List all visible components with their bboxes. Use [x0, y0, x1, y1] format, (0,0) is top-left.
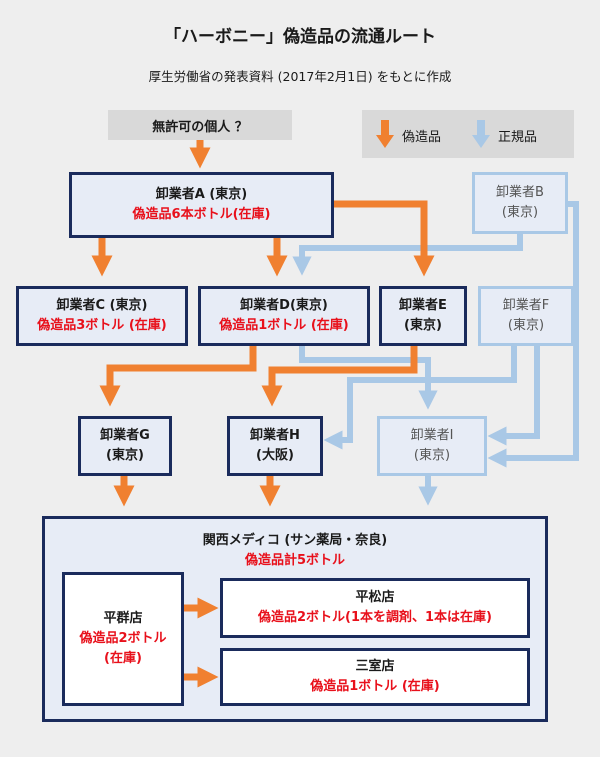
wholesaler-d-name: 卸業者D(東京) — [240, 297, 328, 313]
arrow-a-to-e — [334, 200, 435, 277]
genuine-arrow-icon — [472, 120, 490, 148]
store-heigun-stock: 偽造品2ボトル — [79, 630, 167, 646]
wholesaler-e-loc: (東京) — [404, 318, 442, 333]
wholesaler-i-loc: (東京) — [413, 448, 451, 463]
wholesaler-c-stock: 偽造品3ボトル (在庫) — [37, 318, 167, 333]
wholesaler-h-loc: (大阪) — [256, 448, 294, 463]
arrow-d-to-i — [299, 346, 438, 410]
store-mimuro-stock: 偽造品1ボトル (在庫) — [310, 679, 440, 694]
kansai-stock: 偽造品計5ボトル — [244, 553, 346, 569]
wholesaler-g-loc: (東京) — [106, 448, 144, 463]
wholesaler-c: 卸業者C (東京) 偽造品3ボトル (在庫) — [16, 286, 188, 346]
wholesaler-f-loc: (東京) — [507, 318, 545, 333]
wholesaler-b-name: 卸業者B — [496, 184, 544, 200]
store-heigun-stock-note: (在庫) — [104, 651, 142, 667]
store-mimuro-name: 三室店 — [355, 658, 395, 674]
arrow-f-to-i — [487, 346, 540, 446]
wholesaler-d-stock: 偽造品1ボトル (在庫) — [219, 318, 349, 333]
page-title: 「ハーボニー」偽造品の流通ルート — [164, 27, 436, 47]
kansai-name: 関西メディコ (サン薬局・奈良) — [202, 533, 388, 548]
legend-genuine-label: 正規品 — [498, 130, 538, 145]
wholesaler-c-name: 卸業者C (東京) — [56, 297, 148, 313]
legend: 偽造品 正規品 — [362, 110, 574, 158]
wholesaler-e-name: 卸業者E — [399, 297, 447, 313]
arrow-e-to-h — [261, 346, 418, 407]
wholesaler-g-name: 卸業者G — [100, 427, 150, 443]
wholesaler-b: 卸業者B (東京) — [472, 172, 568, 234]
store-heigun-name: 平群店 — [103, 610, 143, 626]
wholesaler-h-name: 卸業者H — [250, 427, 300, 443]
wholesaler-h: 卸業者H (大阪) — [227, 416, 323, 476]
wholesaler-d: 卸業者D(東京) 偽造品1ボトル (在庫) — [198, 286, 370, 346]
store-hiramatsu-name: 平松店 — [355, 589, 395, 605]
legend-fake-label: 偽造品 — [402, 130, 442, 145]
wholesaler-e: 卸業者E (東京) — [379, 286, 467, 346]
wholesaler-i: 卸業者I (東京) — [377, 416, 487, 476]
wholesaler-b-loc: (東京) — [501, 205, 539, 220]
arrow-b-to-d — [292, 234, 523, 276]
origin-box: 無許可の個人 ？ — [108, 110, 292, 140]
store-hiramatsu-stock: 偽造品2ボトル(1本を調剤、1本は在庫) — [257, 610, 493, 625]
wholesaler-a: 卸業者A (東京) 偽造品6本ボトル(在庫) — [69, 172, 334, 238]
wholesaler-g: 卸業者G (東京) — [78, 416, 172, 476]
wholesaler-f: 卸業者F (東京) — [478, 286, 574, 346]
store-heigun: 平群店 偽造品2ボトル (在庫) — [62, 572, 184, 706]
store-hiramatsu: 平松店 偽造品2ボトル(1本を調剤、1本は在庫) — [220, 578, 530, 638]
subtitle: 厚生労働省の発表資料 (2017年2月1日) をもとに作成 — [148, 69, 452, 84]
wholesaler-f-name: 卸業者F — [502, 297, 550, 313]
wholesaler-a-name: 卸業者A (東京) — [155, 186, 248, 202]
arrow-d-to-g — [99, 346, 257, 407]
store-mimuro: 三室店 偽造品1ボトル (在庫) — [220, 648, 530, 706]
fake-arrow-icon — [376, 120, 394, 148]
wholesaler-a-stock: 偽造品6本ボトル(在庫) — [132, 207, 271, 222]
wholesaler-i-name: 卸業者I — [410, 427, 454, 443]
